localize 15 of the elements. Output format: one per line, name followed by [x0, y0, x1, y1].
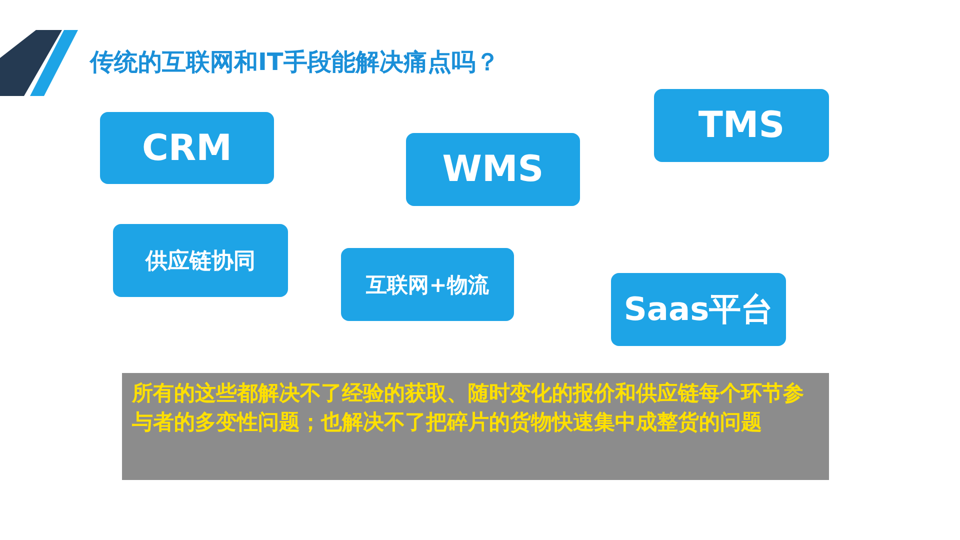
topic-label: TMS	[698, 105, 785, 146]
topic-label: CRM	[142, 128, 232, 168]
topic-box	[611, 273, 786, 346]
note-panel	[122, 373, 829, 480]
topic-box	[113, 224, 288, 297]
topic-label: Saas平台	[624, 288, 774, 330]
topic-label: 互联网+物流	[366, 272, 489, 298]
topic-box	[100, 112, 274, 184]
topic-box	[406, 133, 580, 206]
topic-box	[341, 248, 514, 321]
topic-label: 供应链协同	[146, 248, 256, 276]
note-text: 所有的这些都解决不了经验的获取、随时变化的报价和供应链每个环节参与者的多变性问题；也解决不了把碎片的货物快速集中成整货的问题	[132, 380, 805, 436]
topic-box	[654, 89, 829, 162]
topic-label: WMS	[442, 149, 544, 190]
slide-title: 传统的互联网和IT手段能解决痛点吗？	[90, 47, 500, 78]
